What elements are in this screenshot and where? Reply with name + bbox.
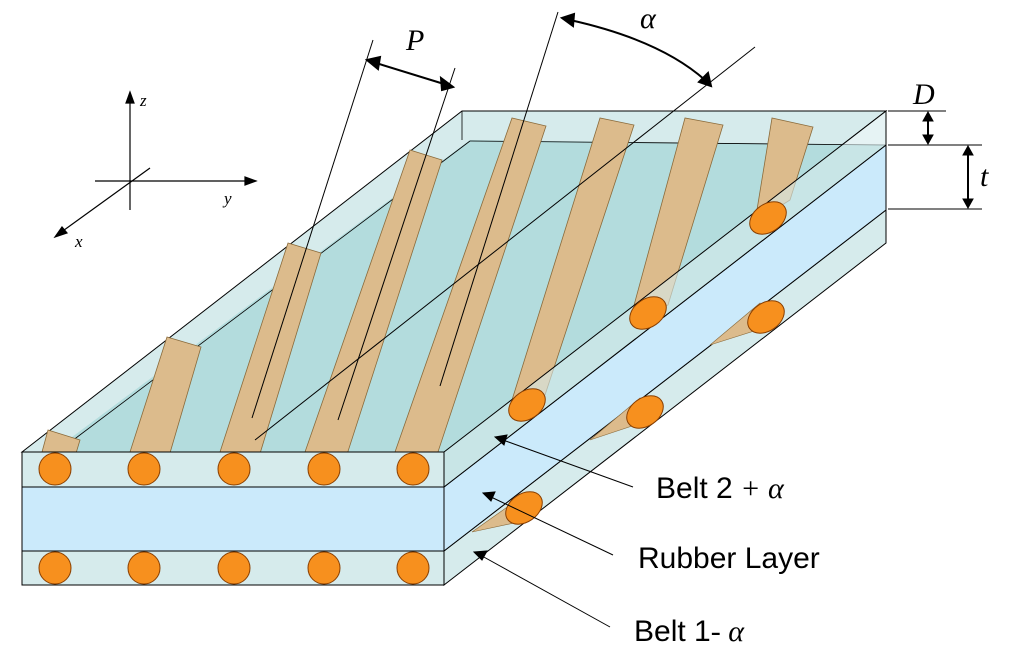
- pitch-dimension: [364, 55, 456, 92]
- cord-section: [505, 491, 543, 525]
- depth-arrow-up: [922, 110, 934, 122]
- cord-axis-line: [439, 11, 559, 387]
- angle-reference-line: [254, 46, 756, 441]
- thickness-label: t: [980, 160, 989, 193]
- rubber-leader: [490, 496, 614, 556]
- z-axis-label: z: [139, 91, 147, 110]
- cord-section: [217, 452, 251, 486]
- rubber-callout-text: Rubber Layer: [638, 542, 820, 575]
- belt2-callout: Belt 2 + α: [656, 472, 785, 505]
- belt2-callout-text: Belt 2: [656, 472, 733, 505]
- rubber-callout: Rubber Layer: [638, 542, 820, 575]
- cord-section: [508, 388, 546, 422]
- belt2-cords-front: [38, 452, 430, 486]
- belt1-cords-front: [38, 551, 430, 585]
- belt1-leader-arrow: [472, 550, 488, 561]
- cord-section: [127, 452, 161, 486]
- belt1-cords-side: [505, 300, 785, 525]
- belt1-callout-math: - α: [711, 615, 745, 648]
- belt2-leader-arrow: [493, 434, 508, 446]
- x-axis-label: x: [74, 232, 83, 251]
- cord-section: [749, 201, 787, 235]
- belt1-callout-text: Belt 1: [634, 615, 711, 648]
- cord-section: [307, 452, 341, 486]
- angle-arrow-left: [559, 12, 576, 28]
- rubber-leader-arrow: [481, 491, 496, 502]
- cord-section: [307, 551, 341, 585]
- y-axis-arrow: [244, 176, 258, 186]
- rubber-front-face: [21, 486, 445, 552]
- angle-arrow-right: [697, 71, 713, 88]
- cord-section: [127, 551, 161, 585]
- cord-section: [747, 300, 785, 334]
- thickness-arrow-up: [962, 144, 974, 156]
- cord-section: [396, 452, 430, 486]
- cord-section: [38, 452, 72, 486]
- pitch-line-left: [251, 39, 374, 419]
- belt2-leader: [502, 439, 634, 488]
- cord-section: [629, 296, 667, 330]
- angle-label: α: [640, 2, 657, 35]
- depth-arrow-down: [922, 134, 934, 146]
- axis-triad: [53, 90, 258, 239]
- belt2-callout-math: + α: [733, 472, 785, 505]
- z-axis-arrow: [125, 90, 135, 104]
- cord-section: [396, 551, 430, 585]
- depth-thickness-dimensions: [888, 110, 982, 210]
- reference-lines: [251, 11, 756, 441]
- thickness-arrow-down: [962, 198, 974, 210]
- belt1-callout: Belt 1- α: [634, 615, 745, 648]
- cord-section: [626, 395, 664, 429]
- belt1-leader: [481, 555, 611, 628]
- x-axis-arrow: [53, 226, 69, 239]
- belt2-cords-side: [508, 201, 787, 422]
- angle-dimension: [559, 12, 713, 88]
- cord-strips: [41, 117, 814, 471]
- x-axis: [59, 167, 151, 234]
- pitch-line-right: [337, 67, 456, 421]
- pitch-label: P: [405, 24, 424, 57]
- cord-section: [217, 551, 251, 585]
- depth-label: D: [912, 78, 935, 111]
- cord-section: [38, 551, 72, 585]
- y-axis-label: y: [222, 189, 232, 208]
- pitch-arrow-left: [364, 55, 382, 71]
- callout-leaders: [472, 434, 634, 628]
- pitch-arrow-right: [439, 75, 456, 92]
